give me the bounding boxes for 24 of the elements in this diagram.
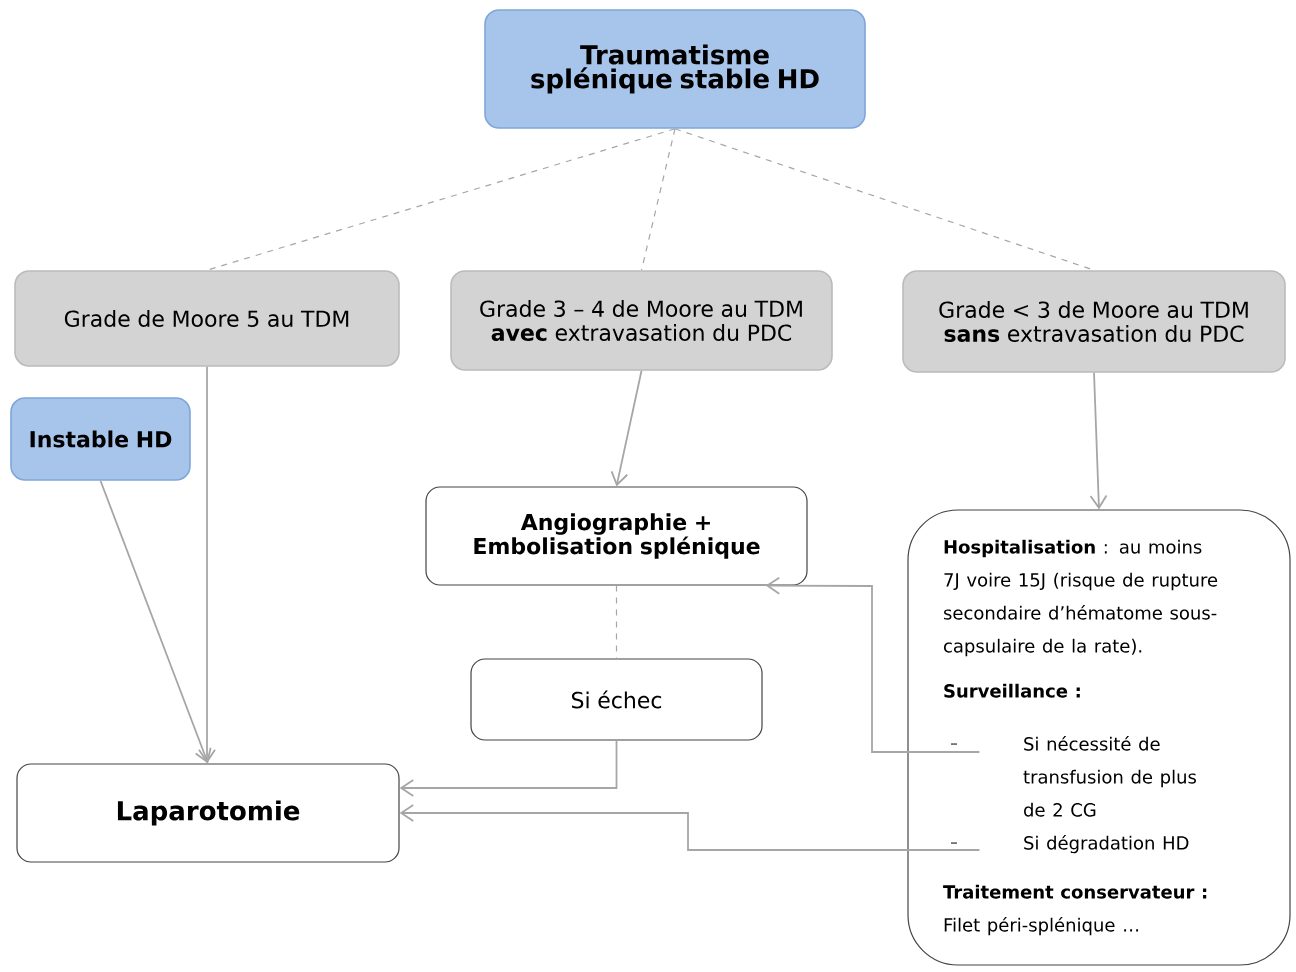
arrow [99,479,212,764]
arrow [610,369,643,487]
status-box: Instable HD [10,397,191,481]
condition-box: Si échec [470,658,763,741]
grade-box: Grade de Moore 5 au TDM [14,270,400,367]
arrow [399,804,981,851]
arrow [765,576,981,753]
dashed-connector [615,585,618,659]
management-box [907,509,1291,966]
arrow [1089,371,1108,510]
grade-box: Grade 3 – 4 de Moore au TDM avec extravasation du PDC [450,270,833,371]
list-item: Si dégradation HD [1024,835,1189,854]
arrow [399,739,618,797]
start-box: Traumatisme splénique stable HD [484,9,866,129]
dashed-connector [206,128,676,271]
note-paragraph: Traitement conservateur : Filet péri-splénique … [943,884,1207,936]
grade-box: Grade < 3 de Moore au TDM sans extravasation du PDC [902,270,1286,373]
list-item: Si nécessité de transfusion de plus de 2 CG [1023,736,1196,817]
section-heading: Surveillance : [944,683,1080,698]
arrow [198,365,216,764]
note-paragraph: Hospitalisation : au moins 7J voire 15J (risque de rupture secondaire d’hématome sous-capsulaire de la rate). [944,539,1218,657]
dashed-connector [640,128,676,271]
procedure-box: Angiographie + Embolisation splénique [425,486,808,586]
surgery-box: Laparotomie [16,763,400,863]
